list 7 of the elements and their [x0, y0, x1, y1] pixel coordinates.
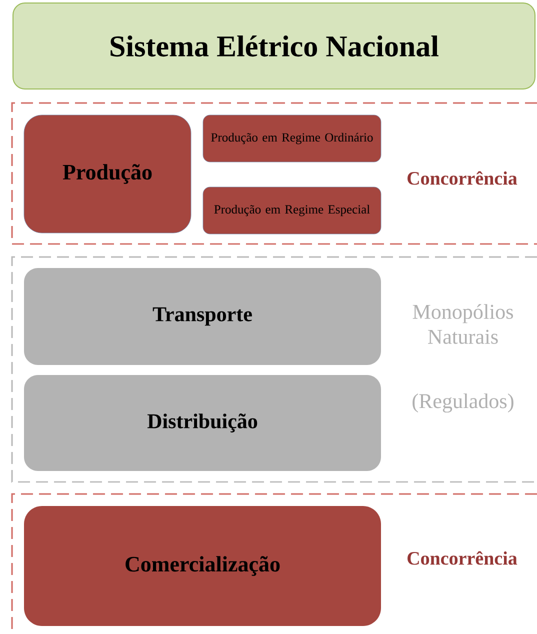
title-box: Sistema Elétrico Nacional: [12, 2, 536, 90]
process-box: Transporte: [24, 268, 381, 365]
process-box: Produção: [24, 114, 192, 234]
process-box: Comercialização: [24, 506, 381, 626]
process-box: Produção em Regime Ordinário: [202, 114, 382, 162]
process-box: Distribuição: [24, 375, 381, 471]
process-box: Produção em Regime Especial: [202, 186, 382, 234]
